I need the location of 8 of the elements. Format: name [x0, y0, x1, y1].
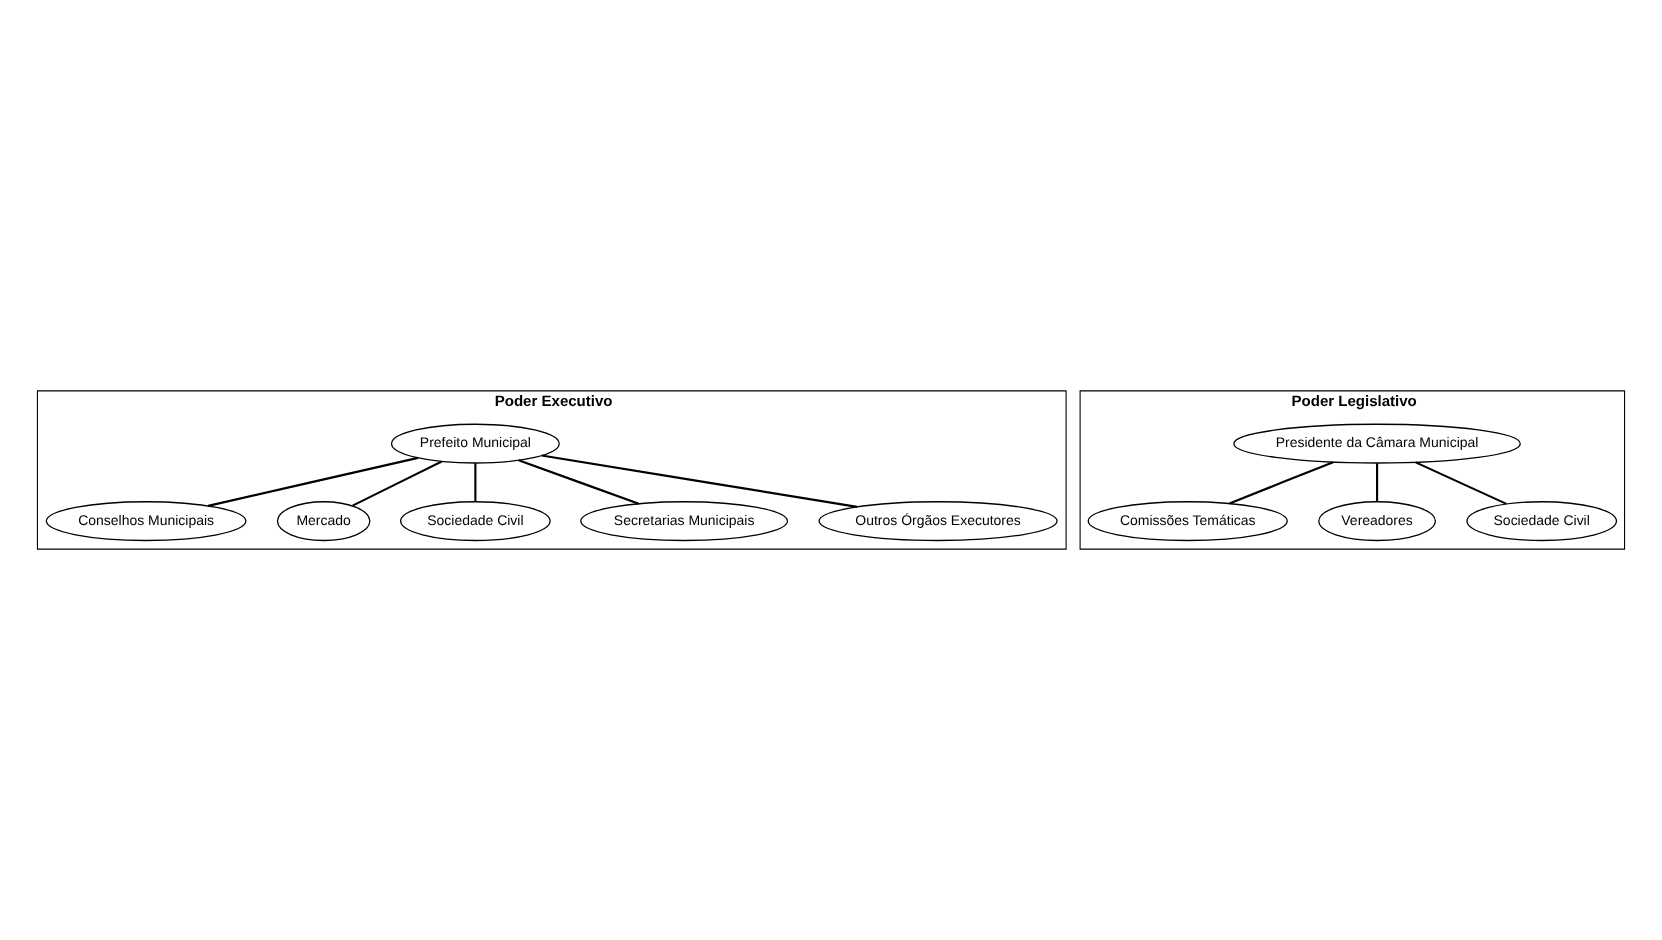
connector: [1376, 463, 1379, 502]
connector: [518, 459, 640, 505]
connector: [352, 460, 443, 507]
connector: [1229, 461, 1334, 505]
connector: [207, 456, 419, 507]
connector: [1415, 461, 1507, 505]
connector: [474, 463, 477, 502]
connector: [541, 454, 858, 508]
